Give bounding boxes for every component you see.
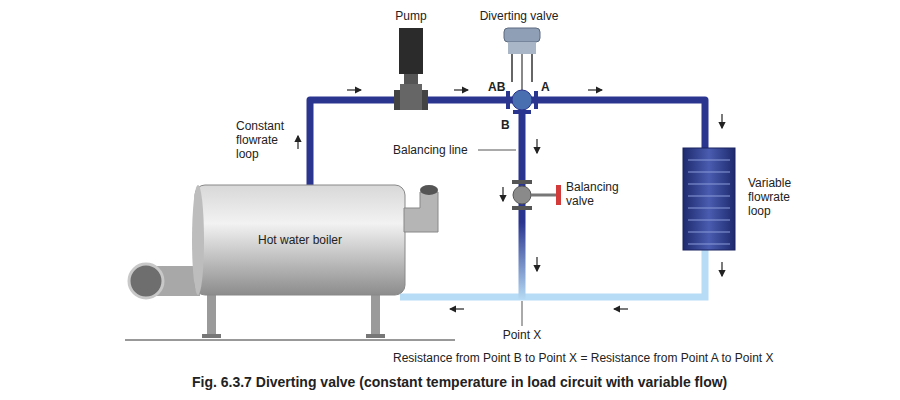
valve-yoke <box>511 54 513 82</box>
flow-pipe <box>310 100 705 186</box>
valve-flange <box>512 206 532 210</box>
flow-arrows <box>298 90 722 309</box>
flue-elbow <box>404 192 438 232</box>
component-label: Pump <box>395 9 426 23</box>
component-label: Diverting valve <box>480 9 559 23</box>
valve-flange <box>513 110 531 114</box>
loop-label: Constant flowrate loop <box>236 119 292 161</box>
flow-arrow <box>536 257 537 271</box>
flow-arrow <box>536 139 537 153</box>
boiler-label: Hot water boiler <box>258 233 342 247</box>
figure-caption: Fig. 6.3.7 Diverting valve (constant tem… <box>192 374 727 391</box>
boiler-leg <box>371 290 380 336</box>
boiler-foot <box>366 334 385 338</box>
flow-arrow <box>297 136 298 149</box>
boiler-shell <box>195 185 405 295</box>
boiler-foot <box>202 334 221 338</box>
pump-motor <box>399 28 423 74</box>
flow-arrow <box>454 89 468 90</box>
boiler <box>129 185 438 338</box>
valve-stem <box>531 194 556 197</box>
pump-flange <box>394 90 400 110</box>
point-label: Point X <box>503 328 542 342</box>
valve-body <box>512 90 532 110</box>
pump-coupling <box>404 74 418 84</box>
loop-label: Variable flowrate loop <box>748 176 810 218</box>
flow-arrow <box>450 308 464 309</box>
boiler-label-area: Hot water boiler <box>200 188 400 292</box>
component-label: Balancing valve <box>566 180 628 208</box>
valve-stem <box>521 54 523 90</box>
flue-outlet <box>420 185 438 195</box>
heat-exchanger-body <box>683 148 735 250</box>
valve-actuator <box>504 28 540 42</box>
flow-arrow <box>347 89 361 90</box>
burner-fan <box>129 264 163 298</box>
valve-flange <box>534 91 538 109</box>
valve-actuator-base <box>508 42 536 54</box>
balancing-valve-symbol <box>512 180 561 210</box>
flow-arrow <box>721 262 722 276</box>
flow-arrow <box>588 89 602 90</box>
pump-casing <box>400 84 422 110</box>
port-label: AB <box>488 80 505 94</box>
boiler-leg <box>207 290 216 336</box>
flow-arrow <box>502 187 503 201</box>
ground-line <box>125 340 455 341</box>
valve-body <box>513 186 531 204</box>
diverting-valve-symbol <box>504 28 540 114</box>
pump-flange <box>422 90 428 110</box>
port-label: A <box>541 80 550 94</box>
valve-flange <box>506 91 510 109</box>
return-pipe <box>400 250 705 297</box>
pump-symbol <box>394 28 428 110</box>
boiler-end <box>192 185 204 295</box>
heat-exchanger <box>683 148 735 250</box>
port-label: B <box>501 118 510 132</box>
note-text: Resistance from Point B to Point X = Res… <box>393 351 774 365</box>
pipe-label: Balancing line <box>393 143 468 157</box>
flow-arrow <box>721 114 722 128</box>
valve-yoke <box>531 54 533 82</box>
valve-handwheel <box>556 185 561 205</box>
valve-flange <box>512 180 532 184</box>
leader-line <box>478 150 516 151</box>
leader-line <box>522 301 523 326</box>
heat-exchanger-fins <box>688 160 730 244</box>
flow-arrow <box>614 308 628 309</box>
